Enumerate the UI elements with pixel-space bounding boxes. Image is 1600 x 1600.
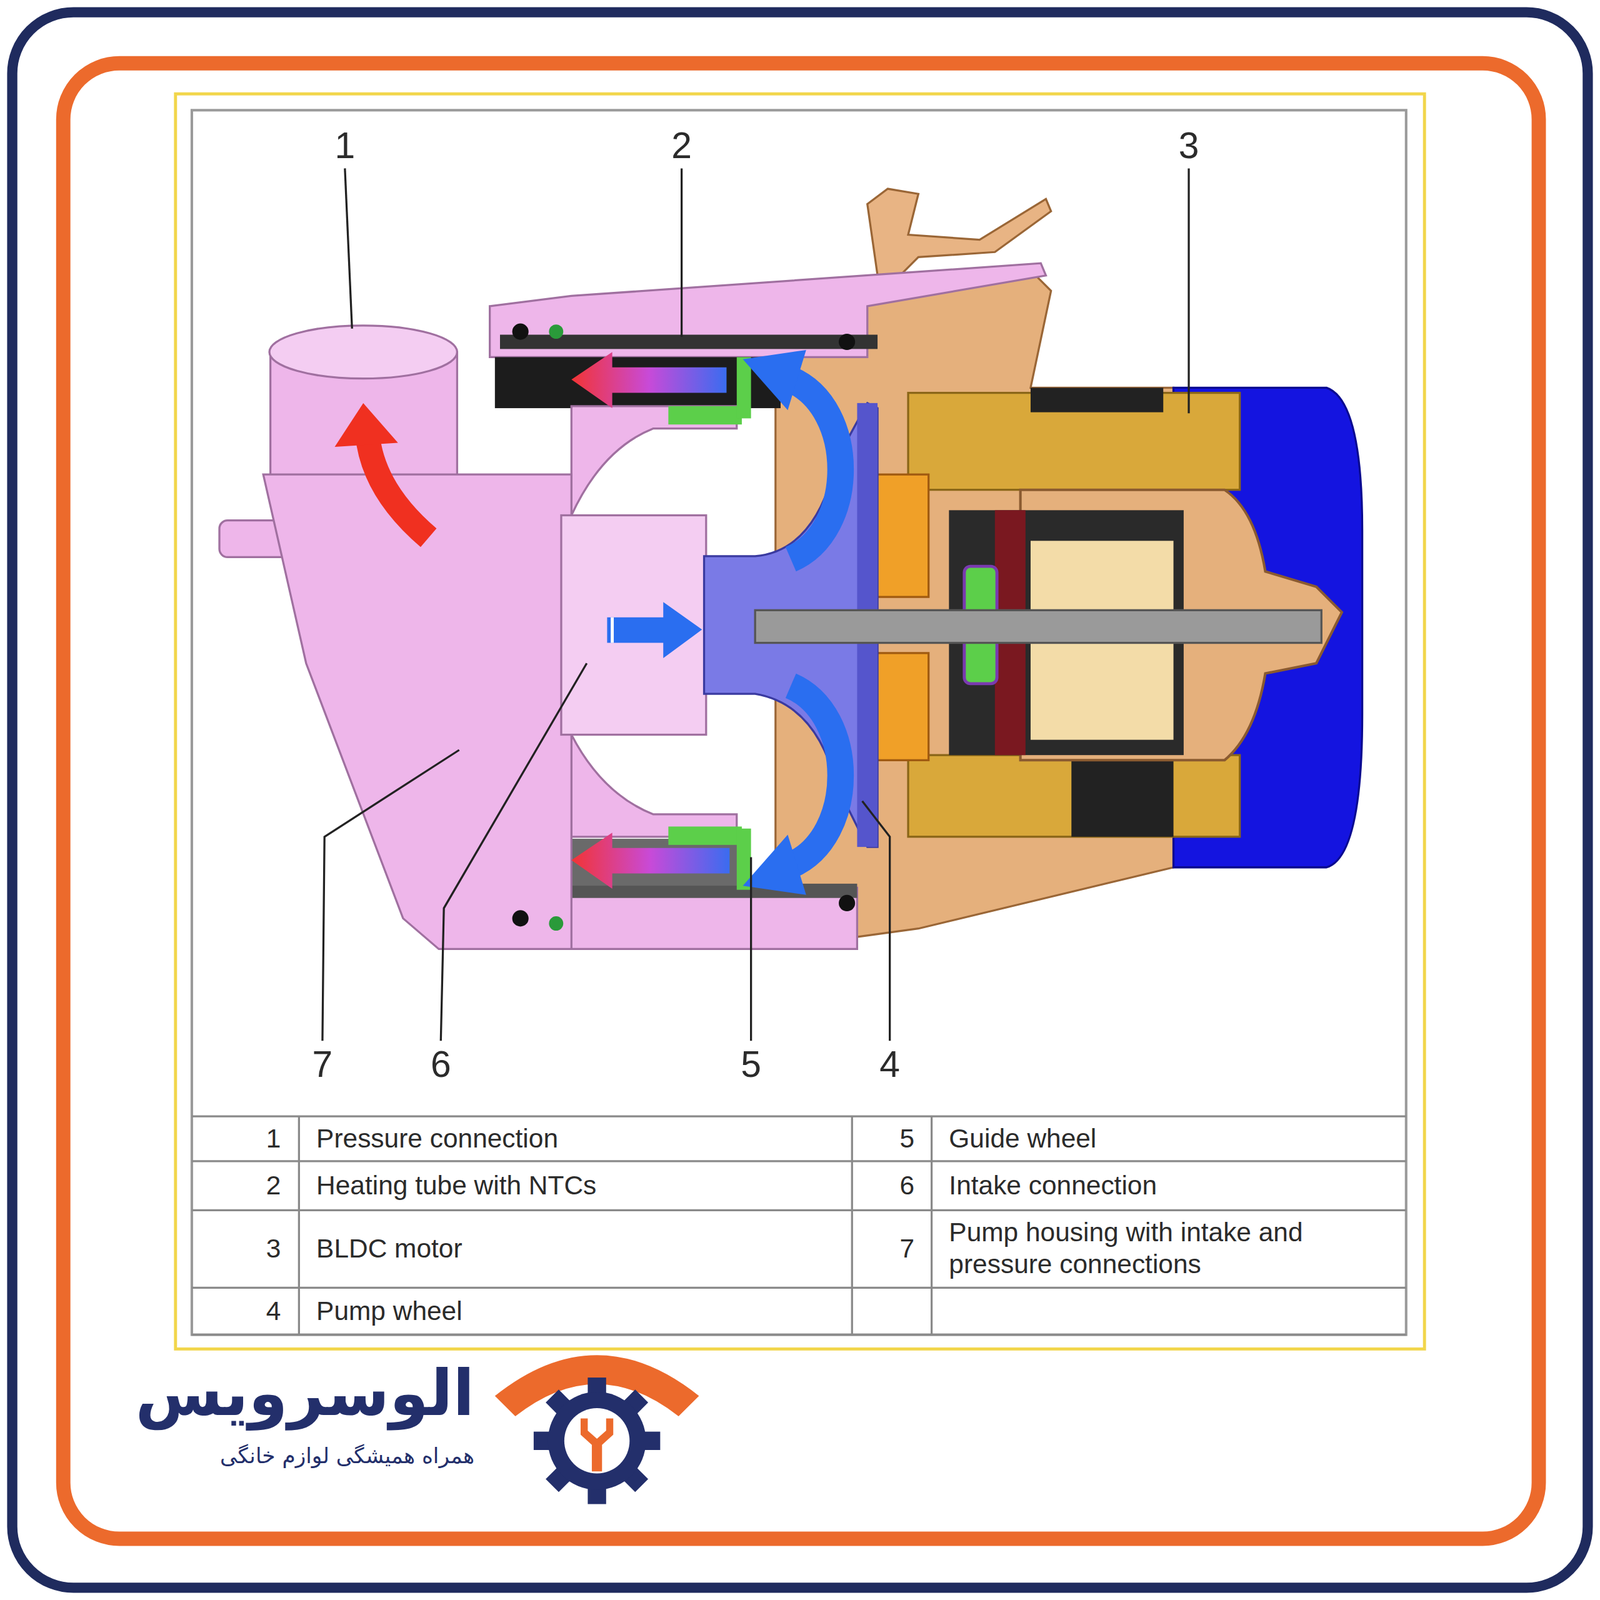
figure-frame (175, 93, 1425, 1349)
flow-arrow (571, 832, 730, 889)
leader-line (345, 168, 352, 329)
table-cell: Heating tube with NTCs (316, 1170, 597, 1202)
leader-line (862, 801, 890, 1042)
callout-number: 3 (1178, 123, 1200, 169)
seal-ring (548, 916, 564, 931)
table-number: 6 (900, 1170, 915, 1202)
table-line (191, 1160, 1407, 1162)
table-number: 1 (266, 1123, 282, 1155)
flow-arrow-mark (610, 617, 614, 644)
figure-inner-frame (191, 110, 1407, 1335)
flow-arrow (790, 685, 841, 865)
inner-border (63, 63, 1539, 1539)
table-cell: Guide wheel (948, 1123, 1097, 1155)
callout-number: 1 (334, 123, 355, 169)
guide-wheel (668, 406, 742, 425)
upper-casing (490, 263, 1047, 357)
table-cell: Pressure connection (316, 1123, 559, 1155)
flow-arrow (571, 351, 727, 409)
table-number: 2 (266, 1170, 282, 1202)
callout-number: 4 (879, 1042, 900, 1087)
flow-arrow-head (335, 403, 399, 447)
table-line (191, 1333, 1407, 1336)
flow-arrow (790, 379, 841, 559)
chamber-wall (571, 735, 737, 837)
flow-arrow (367, 433, 429, 539)
flow-arrow-head (743, 350, 807, 410)
callout-number: 5 (740, 1042, 762, 1087)
stator-core (1071, 756, 1174, 837)
guide-wheel (736, 356, 752, 419)
outer-border (12, 12, 1589, 1589)
flow-arrow (606, 601, 702, 659)
seal-ring (512, 910, 529, 927)
legend-table-grid (191, 1116, 1407, 1335)
logo-gear (533, 1377, 660, 1504)
table-number: 3 (266, 1233, 282, 1265)
seal-ring (512, 323, 529, 340)
callout-number: 2 (671, 123, 692, 169)
seal-ring (838, 895, 855, 912)
pressure-connection-top (269, 325, 457, 379)
pump-housing (263, 474, 572, 949)
motor-shaft (755, 610, 1322, 643)
table-line (191, 1115, 1407, 1117)
brand-slogan: همراه همیشگی لوازم خانگی (220, 1443, 475, 1469)
leader-line (322, 750, 460, 1041)
logo-wrench (580, 1418, 614, 1472)
flow-arrow-head (743, 835, 807, 895)
table-number: 5 (900, 1123, 915, 1155)
leader-line (1187, 168, 1190, 414)
leader-line (750, 856, 752, 1041)
table-line (298, 1116, 300, 1335)
table-line (851, 1116, 854, 1335)
intake-connection (561, 515, 707, 735)
callout-number: 7 (312, 1042, 334, 1087)
table-cell: Intake connection (948, 1170, 1157, 1202)
table-cell: Pump housing with intake and pressure co… (948, 1216, 1388, 1281)
table-cell: Pump wheel (316, 1295, 463, 1327)
callout-number: 6 (430, 1042, 452, 1087)
brand-name: الوسرویس (135, 1355, 475, 1432)
table-number: 7 (900, 1233, 915, 1265)
table-line (191, 1286, 1407, 1289)
seal-ring (548, 324, 564, 339)
gear-body (548, 1391, 647, 1490)
leader-line (440, 663, 587, 1041)
leader-line (680, 168, 683, 337)
table-line (191, 1209, 1407, 1212)
gear-hole (564, 1408, 630, 1474)
stator-bottom (908, 755, 1240, 837)
table-number: 4 (266, 1295, 282, 1327)
guide-wheel (668, 826, 742, 845)
table-line (930, 1116, 933, 1335)
leader-lines (322, 168, 1189, 1041)
table-cell: BLDC motor (316, 1233, 462, 1265)
seal-ring (838, 333, 855, 350)
stator-core (1030, 387, 1164, 412)
